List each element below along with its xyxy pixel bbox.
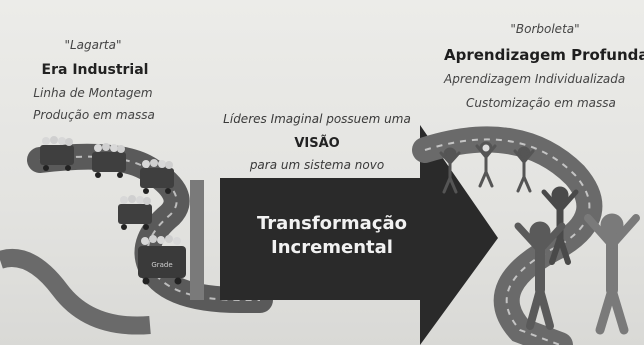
industrial-era-heading: Era Industrial <box>41 62 149 78</box>
arrow-label-line2: Incremental <box>271 237 393 258</box>
people-small <box>439 147 461 194</box>
transformation-arrow <box>220 125 498 345</box>
leaders-text: Líderes Imaginal possuem uma <box>223 112 411 126</box>
cart-grade: Grade <box>138 235 186 285</box>
butterfly-label: "Borboleta" <box>510 22 580 36</box>
deep-learning-heading: Aprendizagem Profunda <box>444 46 644 64</box>
mass-customization-text: Customização em massa <box>466 96 616 110</box>
assembly-line-text: Linha de Montagem <box>33 86 153 100</box>
vision-text: VISÃO <box>294 136 340 151</box>
new-system-text: para um sistema novo <box>249 158 385 172</box>
people-large <box>541 186 579 265</box>
cart-1 <box>40 136 74 171</box>
caterpillar-label: "Lagarta" <box>64 38 122 52</box>
mass-production-text: Produção em massa <box>33 108 155 122</box>
cart-4 <box>118 195 152 230</box>
arrow-label: Transformação Incremental <box>232 212 432 260</box>
customized-road <box>412 126 603 345</box>
cart-2 <box>92 143 126 178</box>
cart-grade-label: Grade <box>151 261 172 269</box>
cart-3 <box>140 159 174 194</box>
individualized-learning-text: Aprendizagem Individualizada <box>444 72 626 86</box>
arrow-label-line1: Transformação <box>256 213 407 234</box>
